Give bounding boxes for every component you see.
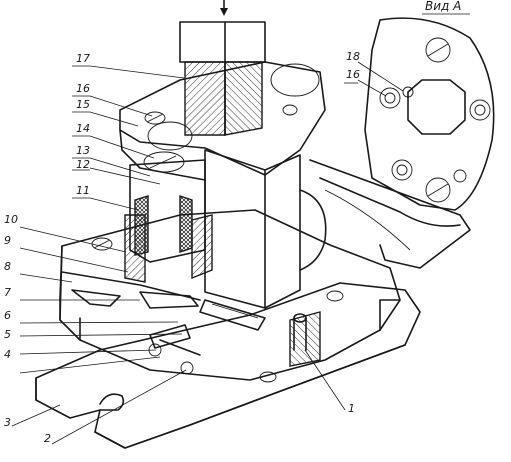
callout-2: 2: [44, 432, 51, 445]
sheet-strip: [309, 159, 471, 269]
callout-labels: 17 16 15 14 13 12 11 10 9 8 7 6 5 4 3 2 …: [4, 50, 360, 445]
callout-4: 4: [4, 348, 11, 361]
callout-12: 12: [76, 158, 90, 171]
callout-1: 1: [348, 402, 355, 415]
body-plate: [59, 209, 401, 381]
callout-9: 9: [4, 234, 11, 247]
leader-lines: [11, 65, 346, 445]
view-a-label: Вид А: [425, 0, 461, 13]
callout-3: 3: [4, 416, 11, 429]
callout-10: 10: [4, 213, 18, 226]
base-plate: [35, 282, 421, 449]
callout-13: 13: [76, 144, 90, 157]
callout-8: 8: [4, 260, 11, 273]
view-a-callout-18: 18: [346, 50, 360, 63]
clamp-block: [119, 61, 326, 181]
guide-slot: [199, 299, 266, 331]
callout-17: 17: [76, 52, 90, 65]
view-a-callout-16: 16: [346, 68, 360, 81]
callout-14: 14: [76, 122, 90, 135]
callout-5: 5: [4, 328, 11, 341]
callout-15: 15: [76, 98, 90, 111]
punch-column: [204, 149, 327, 309]
callout-7: 7: [4, 286, 11, 299]
punch: [179, 21, 266, 136]
callout-6: 6: [4, 309, 11, 322]
view-a-title: Вид А: [422, 0, 470, 15]
force-arrow-icon: [220, 0, 228, 16]
stop-pin: [289, 311, 321, 367]
guide-bushing: [124, 151, 213, 283]
callout-16: 16: [76, 82, 90, 95]
callout-11: 11: [76, 184, 90, 197]
view-a-inset: [357, 17, 495, 211]
